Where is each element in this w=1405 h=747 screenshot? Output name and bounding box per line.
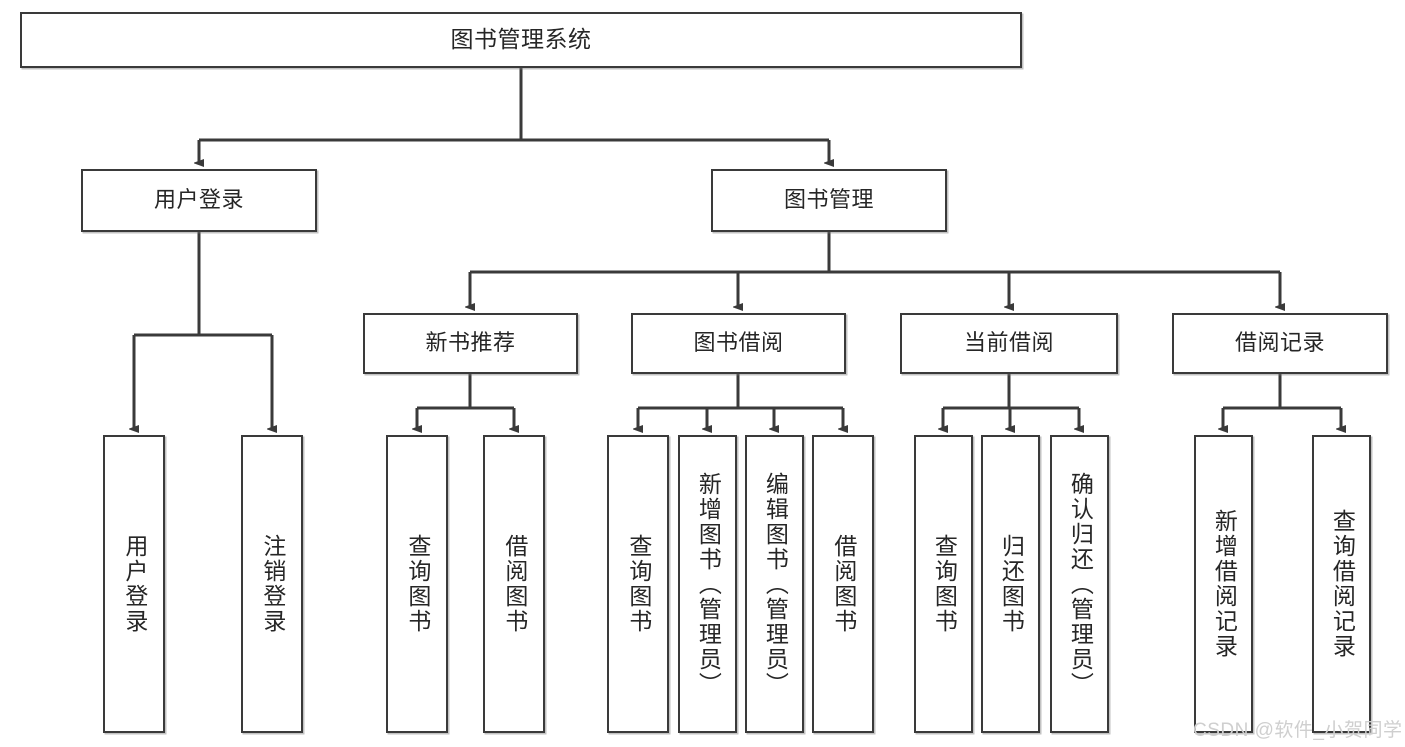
node-leaf-user-logout[interactable]: 注销登录 [241, 435, 303, 733]
node-leaf-edit-book-label: 编辑图书（管理员） [762, 471, 789, 697]
node-new-book-recommend[interactable]: 新书推荐 [363, 313, 578, 374]
node-leaf-query-record-label: 查询借阅记录 [1329, 509, 1356, 659]
node-leaf-add-record[interactable]: 新增借阅记录 [1194, 435, 1253, 733]
node-root[interactable]: 图书管理系统 [20, 12, 1022, 68]
node-leaf-query-book-1[interactable]: 查询图书 [386, 435, 448, 733]
node-leaf-borrow-book-1-label: 借阅图书 [501, 534, 528, 634]
node-book-manage[interactable]: 图书管理 [711, 169, 947, 232]
node-leaf-add-book-label: 新增图书（管理员） [695, 471, 722, 697]
node-leaf-add-book[interactable]: 新增图书（管理员） [678, 435, 737, 733]
node-new-book-recommend-label: 新书推荐 [425, 330, 516, 356]
node-leaf-query-book-2[interactable]: 查询图书 [607, 435, 669, 733]
node-current-borrow[interactable]: 当前借阅 [900, 313, 1118, 374]
node-leaf-query-book-3[interactable]: 查询图书 [914, 435, 973, 733]
node-leaf-user-login-label: 用户登录 [121, 534, 148, 634]
node-borrow-record[interactable]: 借阅记录 [1172, 313, 1388, 374]
node-user-login-label: 用户登录 [153, 187, 244, 213]
node-leaf-user-login[interactable]: 用户登录 [103, 435, 165, 733]
node-leaf-borrow-book-2[interactable]: 借阅图书 [812, 435, 874, 733]
node-leaf-query-book-3-label: 查询图书 [931, 534, 958, 634]
node-book-manage-label: 图书管理 [783, 187, 874, 213]
node-leaf-return-book-label: 归还图书 [998, 534, 1025, 634]
node-leaf-query-book-1-label: 查询图书 [404, 534, 431, 634]
node-user-login[interactable]: 用户登录 [81, 169, 317, 232]
node-leaf-borrow-book-2-label: 借阅图书 [830, 534, 857, 634]
node-leaf-edit-book[interactable]: 编辑图书（管理员） [745, 435, 804, 733]
node-current-borrow-label: 当前借阅 [963, 330, 1054, 356]
node-leaf-user-logout-label: 注销登录 [259, 534, 286, 634]
node-book-borrow-label: 图书借阅 [693, 330, 784, 356]
node-root-label: 图书管理系统 [450, 26, 592, 53]
node-leaf-add-record-label: 新增借阅记录 [1211, 509, 1238, 659]
node-leaf-confirm-return-label: 确认归还（管理员） [1067, 471, 1094, 697]
node-borrow-record-label: 借阅记录 [1234, 330, 1325, 356]
node-leaf-return-book[interactable]: 归还图书 [981, 435, 1040, 733]
csdn-watermark: CSDN @软件_小贺同学 [1193, 720, 1403, 741]
node-leaf-query-book-2-label: 查询图书 [625, 534, 652, 634]
node-book-borrow[interactable]: 图书借阅 [631, 313, 846, 374]
node-leaf-query-record[interactable]: 查询借阅记录 [1312, 435, 1371, 733]
node-leaf-confirm-return[interactable]: 确认归还（管理员） [1050, 435, 1109, 733]
node-leaf-borrow-book-1[interactable]: 借阅图书 [483, 435, 545, 733]
